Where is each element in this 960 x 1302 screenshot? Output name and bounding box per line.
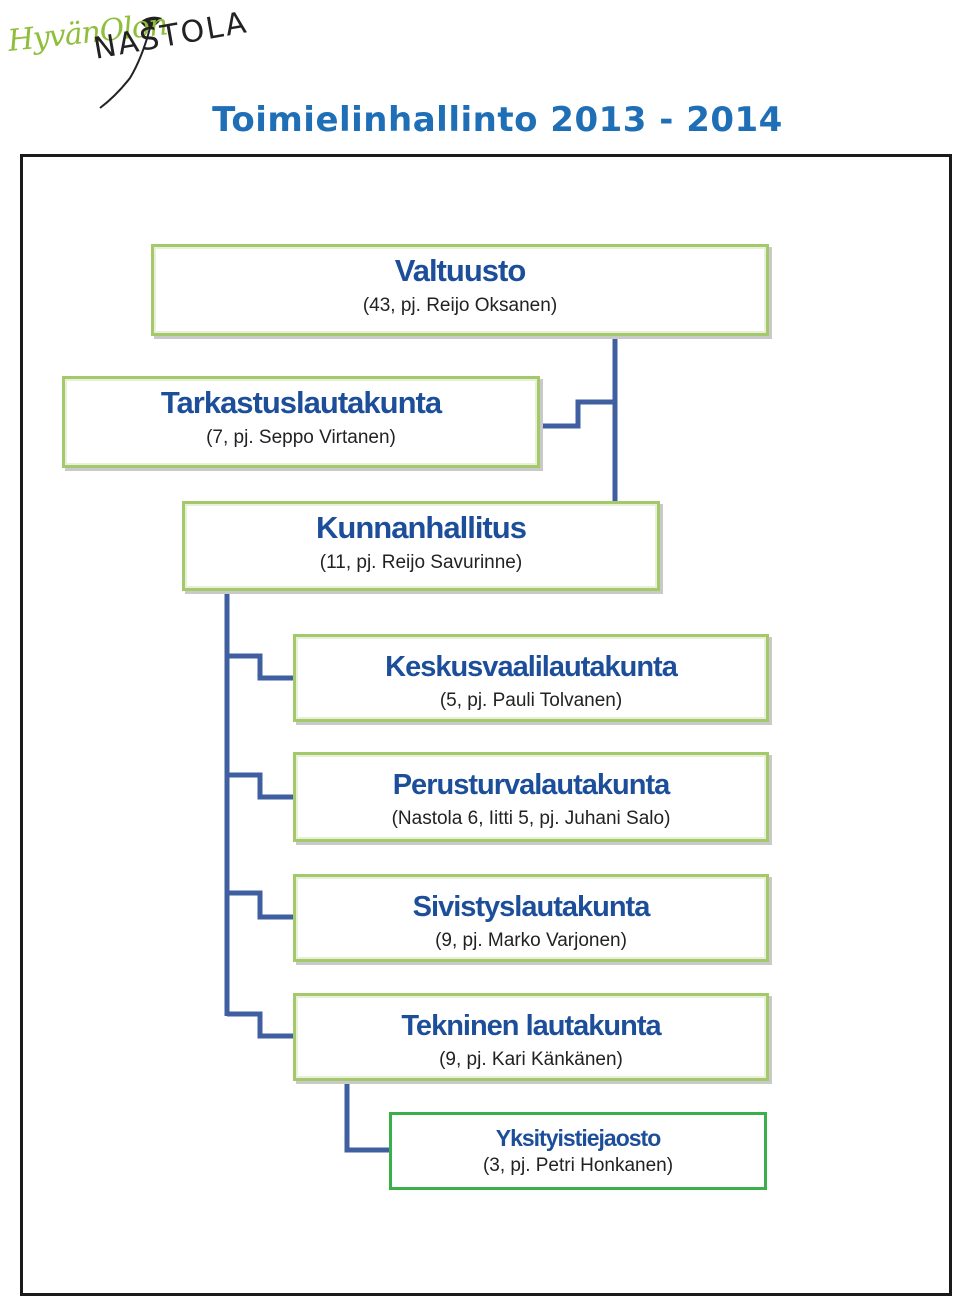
node-detail: (9, pj. Kari Känkänen)	[439, 1049, 623, 1070]
node-detail: (5, pj. Pauli Tolvanen)	[439, 690, 623, 711]
connector-keskus	[227, 653, 293, 681]
node-yksityistiejaosto: Yksityistiejaosto (3, pj. Petri Honkanen…	[389, 1112, 767, 1190]
connector-sivis	[227, 890, 293, 920]
node-valtuusto: Valtuusto (43, pj. Reijo Oksanen)	[151, 244, 769, 336]
node-detail: (11, pj. Reijo Savurinne)	[319, 552, 523, 573]
node-detail: (7, pj. Seppo Virtanen)	[206, 427, 396, 448]
node-detail: (43, pj. Reijo Oksanen)	[362, 295, 558, 316]
page-title: Toimielinhallinto 2013 - 2014	[212, 100, 783, 140]
node-name: Yksityistiejaosto	[495, 1125, 662, 1151]
logo-swirl-icon	[99, 16, 162, 109]
node-name: Valtuusto	[394, 253, 527, 288]
node-name: Keskusvaalilautakunta	[385, 651, 678, 683]
node-detail: (9, pj. Marko Varjonen)	[435, 930, 627, 951]
node-detail: (3, pj. Petri Honkanen)	[482, 1155, 674, 1176]
node-tarkastuslautakunta: Tarkastuslautakunta (7, pj. Seppo Virtan…	[62, 376, 540, 468]
node-keskusvaalilautakunta: Keskusvaalilautakunta (5, pj. Pauli Tolv…	[293, 634, 769, 722]
node-name: Tarkastuslautakunta	[160, 385, 442, 420]
connector-yksit	[344, 1081, 389, 1153]
node-name: Tekninen lautakunta	[401, 1010, 661, 1042]
node-tekninen-lautakunta: Tekninen lautakunta (9, pj. Kari Känkäne…	[293, 993, 769, 1081]
node-name: Kunnanhallitus	[316, 510, 527, 545]
diagram-frame	[20, 154, 952, 1296]
connector-tarkastus	[540, 399, 615, 429]
node-name: Sivistyslautakunta	[412, 891, 651, 923]
nastola-logo: HyvänOlon NASTOLA	[0, 0, 260, 120]
node-perusturvalautakunta: Perusturvalautakunta (Nastola 6, Iitti 5…	[293, 752, 769, 842]
connector-perus	[227, 772, 293, 800]
node-name: Perusturvalautakunta	[392, 769, 671, 801]
connector-tekn	[227, 1011, 293, 1039]
node-sivistyslautakunta: Sivistyslautakunta (9, pj. Marko Varjone…	[293, 874, 769, 962]
node-detail: (Nastola 6, Iitti 5, pj. Juhani Salo)	[391, 808, 671, 829]
node-kunnanhallitus: Kunnanhallitus (11, pj. Reijo Savurinne)	[182, 501, 660, 591]
